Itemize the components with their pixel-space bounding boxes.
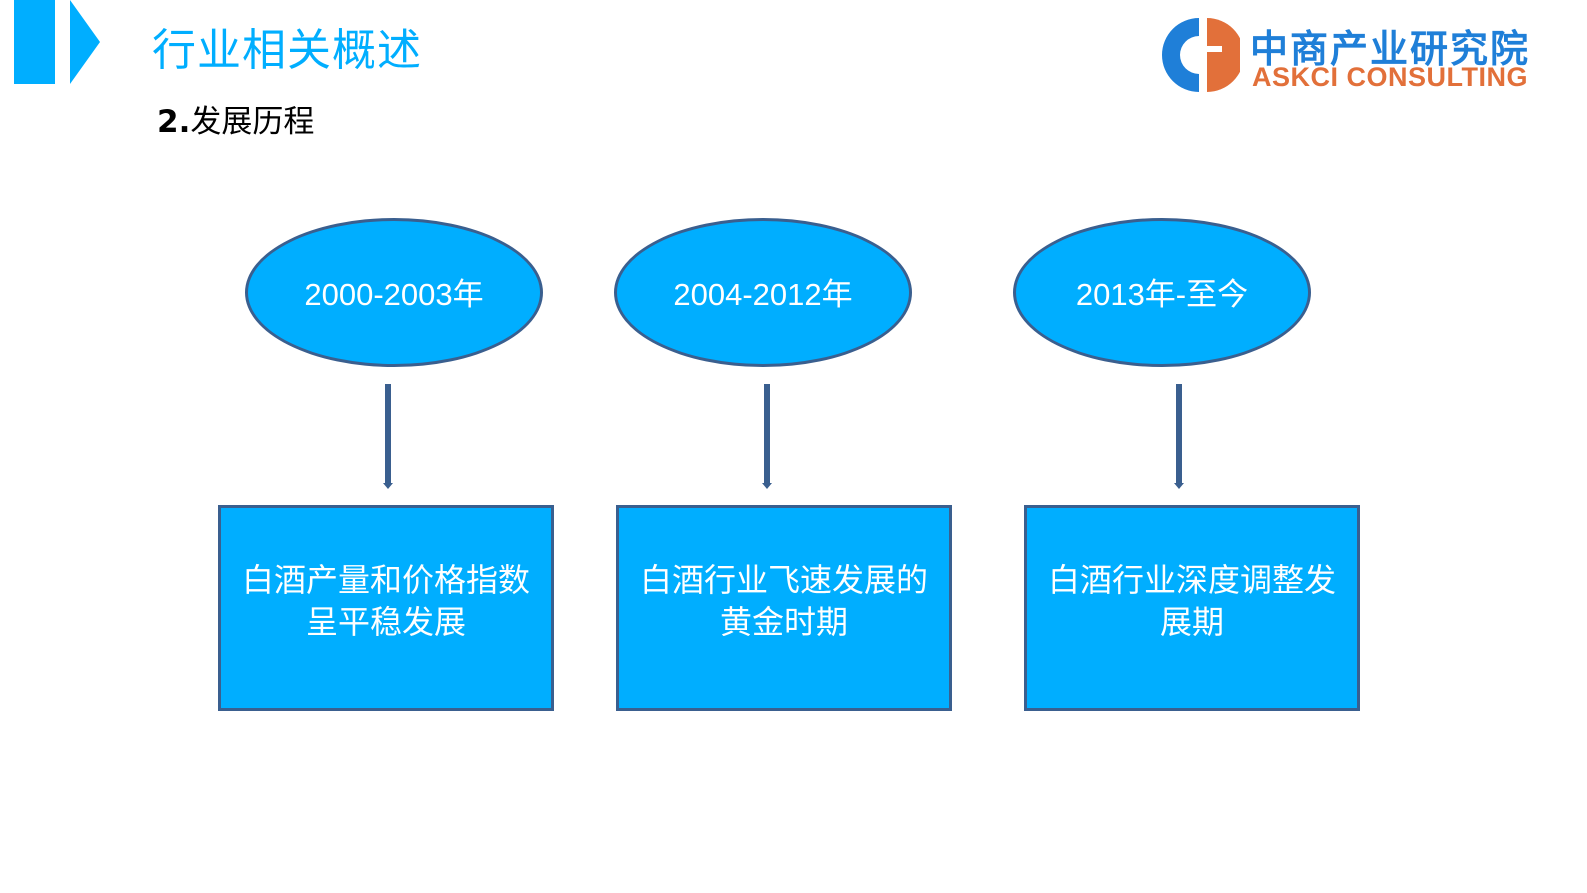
- timeline-period-1: 2000-2003年: [245, 218, 543, 367]
- company-logo: 中商产业研究院 ASKCI CONSULTING: [1162, 16, 1552, 96]
- timeline-phase-1: 白酒产量和价格指数呈平稳发展: [218, 505, 554, 711]
- timeline-period-2: 2004-2012年: [614, 218, 912, 367]
- sub-title: 2.发展历程: [157, 96, 314, 141]
- timeline-arrow-2-icon: [762, 384, 772, 489]
- timeline-period-3: 2013年-至今: [1013, 218, 1311, 367]
- timeline-phase-3: 白酒行业深度调整发展期: [1024, 505, 1360, 711]
- sub-title-text: 发展历程: [190, 104, 315, 140]
- header-accent-arrow-icon: [70, 0, 100, 84]
- timeline-phase-2: 白酒行业飞速发展的黄金时期: [616, 505, 952, 711]
- logo-name-cn: 中商产业研究院: [1250, 27, 1531, 71]
- sub-title-number: 2.: [157, 104, 191, 140]
- timeline-arrow-3-icon: [1174, 384, 1184, 489]
- logo-name-en: ASKCI CONSULTING: [1252, 62, 1528, 92]
- logo-mark-icon: [1162, 18, 1240, 92]
- header-accent-bar: [14, 0, 55, 84]
- timeline-arrow-1-icon: [383, 384, 393, 489]
- section-title: 行业相关概述: [152, 25, 422, 76]
